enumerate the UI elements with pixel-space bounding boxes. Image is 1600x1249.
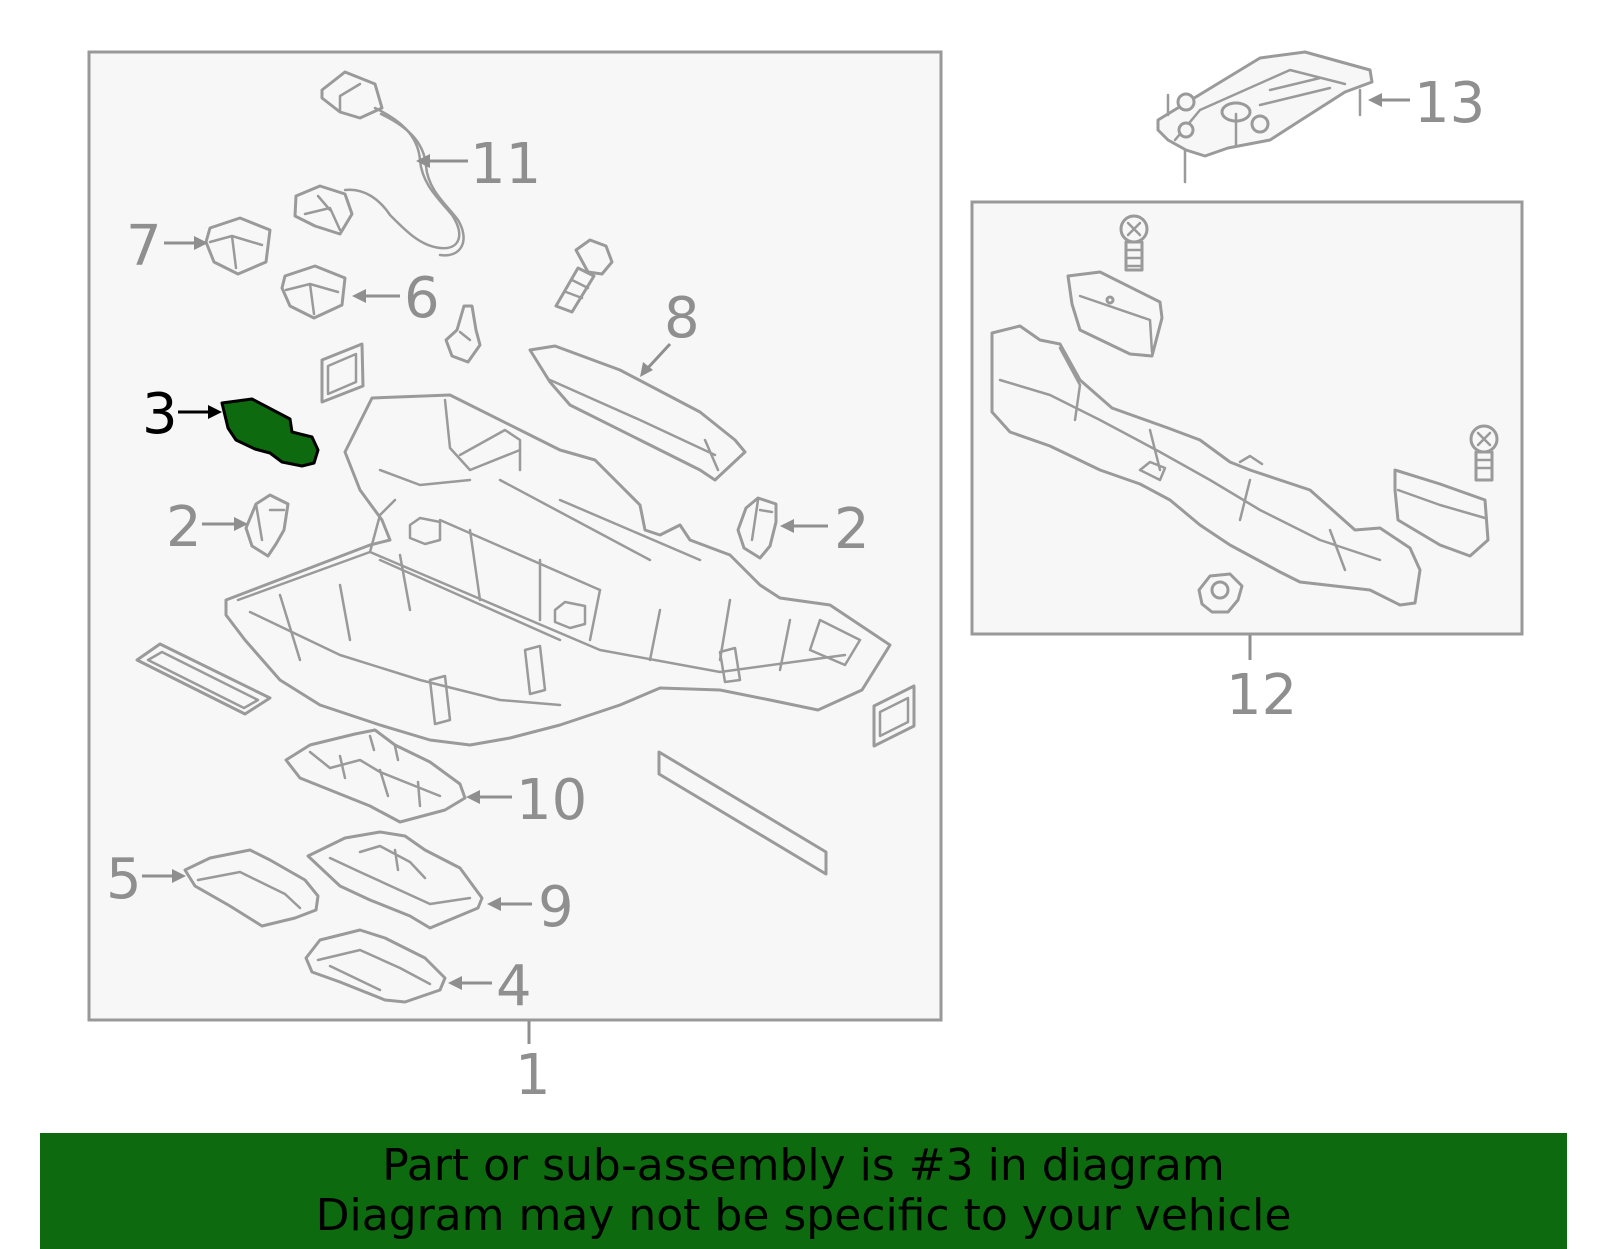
part-12-screw-upper[interactable] [1119,214,1149,272]
callout-11: 11 [470,132,541,197]
pad-left-long[interactable] [135,642,272,716]
callout-10: 10 [516,768,587,833]
part-12-clip[interactable] [1197,572,1244,614]
strip-long[interactable] [657,750,828,876]
part-10-lamp[interactable] [284,728,467,824]
part-12-bracket-upper[interactable] [1066,270,1164,358]
pad-small[interactable] [320,342,365,404]
callout-4: 4 [496,954,532,1019]
part-5-lens[interactable] [183,848,320,928]
part-8-rail[interactable] [528,344,747,482]
part-2-clip-left[interactable] [244,493,290,558]
part-13-bracket[interactable] [1156,50,1374,184]
part-1-console[interactable] [224,393,892,747]
part-4-lens[interactable] [304,928,447,1004]
part-12-screw-lower[interactable] [1469,424,1499,482]
info-banner: Part or sub-assembly is #3 in diagram Di… [40,1133,1567,1249]
part-11-harness[interactable] [293,70,465,257]
callout-2-right: 2 [834,497,870,562]
part-12-bracket-lower[interactable] [1393,468,1490,558]
callout-9: 9 [538,875,574,940]
part-12-beam[interactable] [990,324,1422,607]
callout-8: 8 [664,286,700,351]
part-2-clip-right[interactable] [736,496,778,560]
banner-line-2: Diagram may not be specific to your vehi… [315,1190,1292,1241]
part-3-highlighted[interactable] [220,397,320,468]
callout-5: 5 [106,847,142,912]
callout-12: 12 [1226,663,1297,728]
pad-right-small[interactable] [872,684,916,748]
callout-1: 1 [515,1043,551,1108]
callout-13: 13 [1414,71,1485,136]
callout-2-left: 2 [166,495,202,560]
part-6-connector[interactable] [280,264,347,320]
callout-7: 7 [126,214,162,279]
clip-small[interactable] [444,304,482,364]
bolt[interactable] [554,238,614,314]
part-7-connector[interactable] [204,216,272,276]
callout-6: 6 [404,266,440,331]
part-9-lamp[interactable] [306,830,484,930]
callout-3: 3 [142,382,178,447]
banner-line-1: Part or sub-assembly is #3 in diagram [382,1140,1225,1191]
